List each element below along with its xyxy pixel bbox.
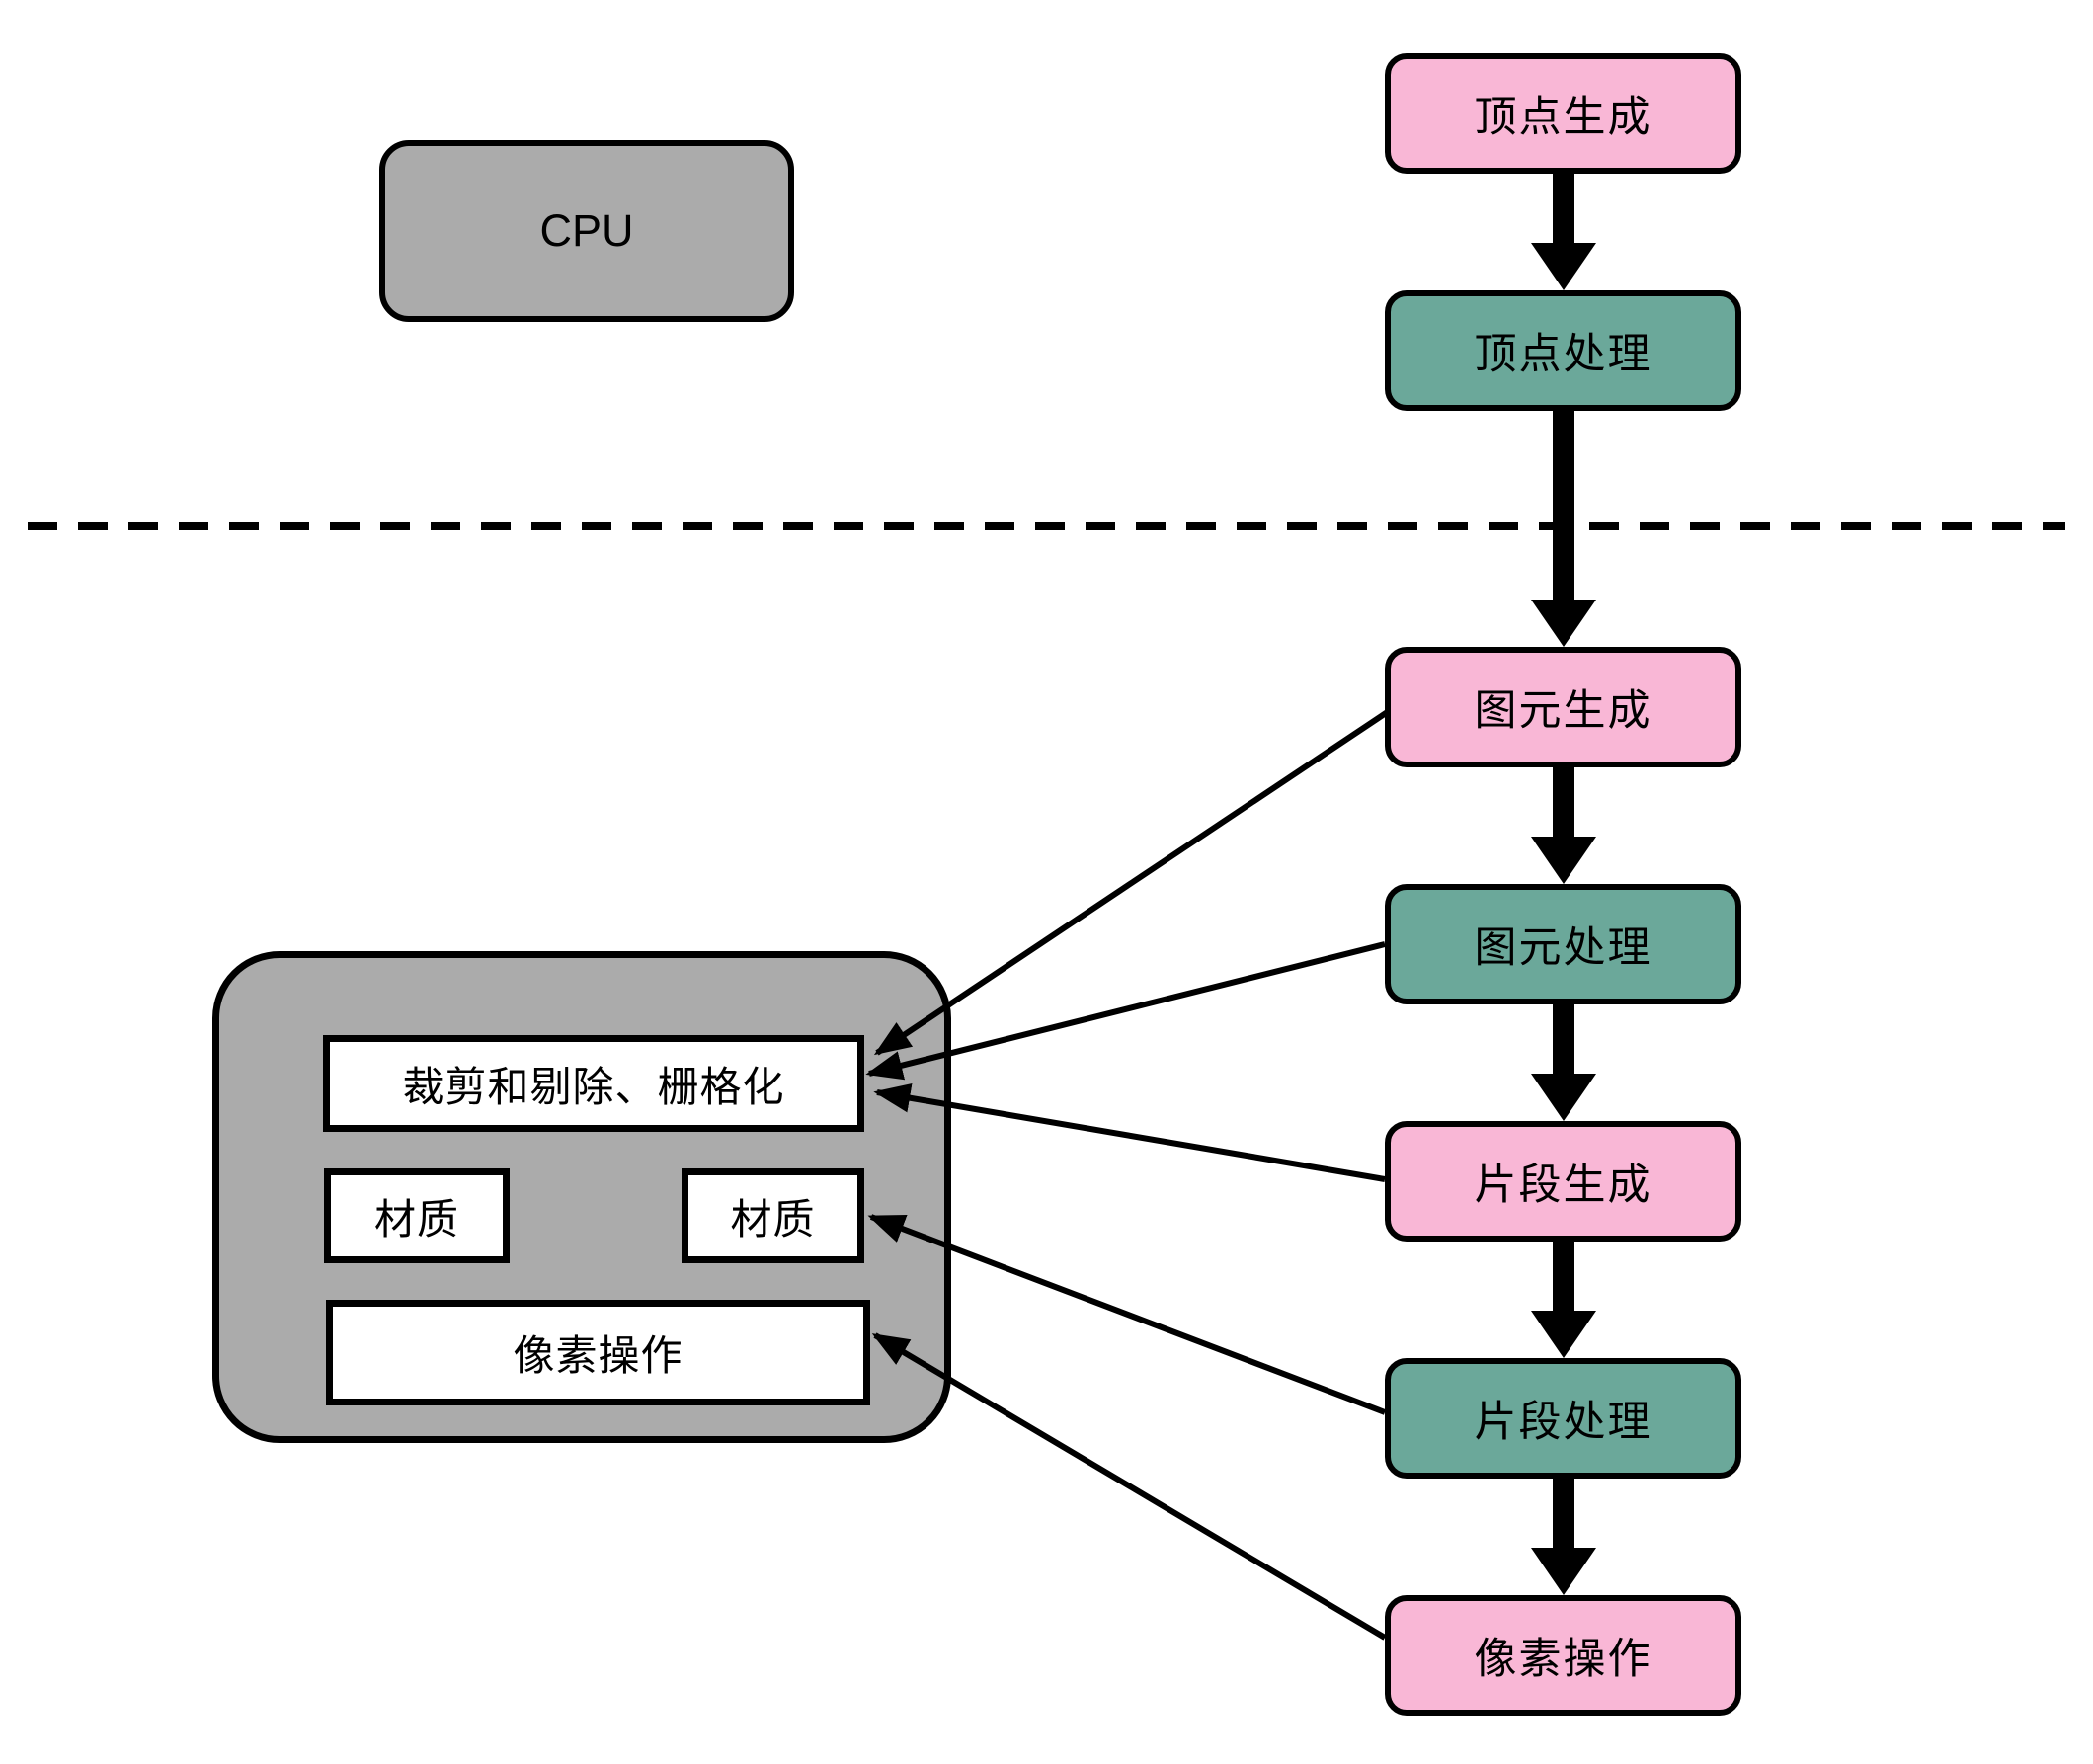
pipeline-node-vertex-processing: 顶点处理 bbox=[1385, 290, 1741, 411]
gpu-box-label: 材质 bbox=[730, 1195, 816, 1243]
arrow-fragment-proc-to-pixel-ops bbox=[1531, 1477, 1596, 1595]
gpu-box-texture-right: 材质 bbox=[682, 1168, 864, 1263]
arrow-fragment-gen-to-clip-cull-rasterize bbox=[873, 1082, 1386, 1182]
arrow-primitive-gen-to-primitive-proc bbox=[1531, 765, 1596, 884]
cpu-label: CPU bbox=[539, 205, 634, 256]
pipeline-node-label: 图元处理 bbox=[1474, 924, 1652, 972]
arrow-vertex-gen-to-vertex-proc bbox=[1531, 172, 1596, 290]
pipeline-node-vertex-generation: 顶点生成 bbox=[1385, 53, 1741, 174]
cpu-box: CPU bbox=[379, 140, 794, 322]
arrow-primitive-proc-to-fragment-gen bbox=[1531, 1002, 1596, 1121]
pipeline-node-label: 顶点处理 bbox=[1474, 331, 1652, 378]
arrow-primitive-gen-to-clip-cull-rasterize bbox=[873, 708, 1391, 1056]
arrow-pixel-ops-to-pixel-operations-box bbox=[871, 1332, 1387, 1641]
pipeline-node-pixel-operations: 像素操作 bbox=[1385, 1595, 1741, 1716]
pipeline-node-label: 图元生成 bbox=[1474, 687, 1652, 735]
gpu-unit-container: 裁剪和剔除、栅格化 材质 材质 像素操作 bbox=[212, 951, 951, 1443]
pipeline-node-label: 片段生成 bbox=[1474, 1162, 1652, 1209]
gpu-box-clip-cull-rasterize: 裁剪和剔除、栅格化 bbox=[323, 1035, 864, 1132]
gpu-box-label: 像素操作 bbox=[513, 1332, 684, 1379]
pipeline-node-fragment-processing: 片段处理 bbox=[1385, 1358, 1741, 1479]
pipeline-node-primitive-generation: 图元生成 bbox=[1385, 647, 1741, 767]
pipeline-node-primitive-processing: 图元处理 bbox=[1385, 884, 1741, 1004]
pipeline-node-fragment-generation: 片段生成 bbox=[1385, 1121, 1741, 1242]
pipeline-node-label: 片段处理 bbox=[1474, 1399, 1652, 1446]
pipeline-node-label: 顶点生成 bbox=[1474, 94, 1652, 141]
pipeline-node-label: 像素操作 bbox=[1474, 1636, 1652, 1683]
gpu-box-label: 裁剪和剔除、栅格化 bbox=[402, 1063, 785, 1110]
gpu-box-pixel-operations: 像素操作 bbox=[326, 1300, 870, 1405]
arrow-fragment-gen-to-fragment-proc bbox=[1531, 1240, 1596, 1358]
gpu-box-label: 材质 bbox=[373, 1195, 459, 1243]
gpu-box-texture-left: 材质 bbox=[324, 1168, 510, 1263]
arrow-vertex-proc-to-primitive-gen bbox=[1531, 409, 1596, 647]
